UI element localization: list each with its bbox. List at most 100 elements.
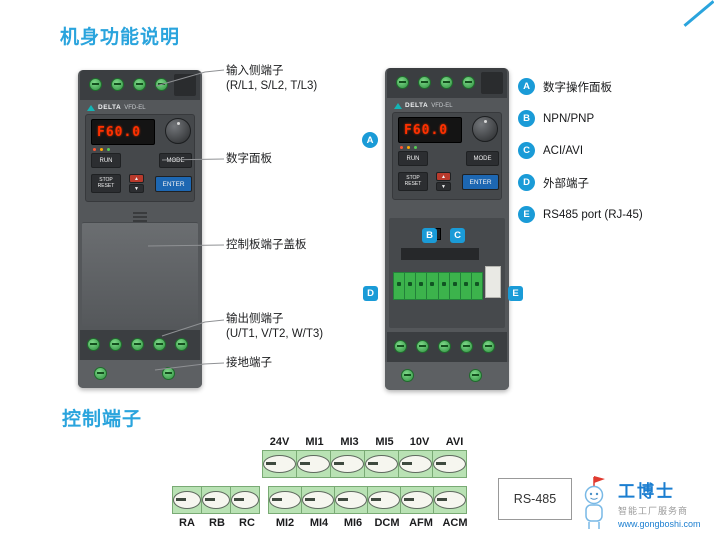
terminal-cell bbox=[367, 486, 401, 514]
screw-icon bbox=[89, 78, 102, 91]
terminal-cover-plate bbox=[82, 222, 198, 326]
terminal-label: 10V bbox=[409, 436, 430, 448]
terminal-cell bbox=[330, 450, 365, 478]
screw-icon bbox=[394, 340, 407, 353]
screw-icon bbox=[482, 340, 495, 353]
connector-strip bbox=[401, 248, 479, 260]
terminal-label: MI5 bbox=[375, 436, 394, 448]
terminal-screw-icon bbox=[368, 491, 400, 509]
corner-accent bbox=[683, 0, 714, 27]
control-terminal-strip bbox=[393, 272, 483, 300]
keypad-panel: F60.0 RUN MODE STOP RESET ▲ ▼ ENTER bbox=[85, 114, 195, 202]
section-title-control-terminals: 控制端子 bbox=[62, 409, 143, 430]
terminal-screw-icon bbox=[173, 491, 201, 509]
terminal-cell bbox=[334, 486, 368, 514]
terminal-screw-icon bbox=[202, 491, 230, 509]
terminal-screw-icon bbox=[401, 491, 433, 509]
enter-button: ENTER bbox=[155, 176, 192, 192]
callout-output-terminals: 输出侧端子 (U/T1, V/T2, W/T3) bbox=[226, 312, 323, 342]
vfd-device-closed: DELTA VFD-EL F60.0 RUN MODE STOP RESET ▲… bbox=[78, 70, 202, 388]
terminal-label: MI3 bbox=[340, 436, 359, 448]
terminal-label: DCM bbox=[374, 517, 400, 529]
ground-screw-icon bbox=[162, 367, 175, 380]
seven-segment-display: F60.0 bbox=[398, 117, 462, 143]
terminal-screw-icon bbox=[231, 491, 259, 509]
output-terminal-block bbox=[387, 332, 507, 362]
terminal-cell bbox=[296, 450, 331, 478]
terminal-housing bbox=[174, 74, 196, 96]
device-badge-e: E bbox=[508, 286, 523, 301]
screw-icon bbox=[153, 338, 166, 351]
reset-label: RESET bbox=[404, 180, 422, 187]
terminal-cell bbox=[201, 486, 231, 514]
terminal-cell bbox=[400, 486, 434, 514]
terminal-screw-icon bbox=[434, 491, 466, 509]
terminal-cell bbox=[432, 450, 467, 478]
callout-terminal-cover: 控制板端子盖板 bbox=[226, 238, 307, 253]
ground-screw-icon bbox=[94, 367, 107, 380]
terminal-screw-icon bbox=[365, 455, 398, 473]
display-value: F60.0 bbox=[404, 122, 449, 138]
terminal-screw-icon bbox=[302, 491, 334, 509]
terminal-labels-relay: RA RB RC bbox=[172, 517, 262, 529]
terminal-screw-icon bbox=[399, 455, 432, 473]
legend-badge-a: A bbox=[518, 78, 535, 95]
up-arrow-button: ▲ bbox=[129, 174, 144, 183]
watermark-url: www.gongboshi.com bbox=[618, 519, 701, 529]
screw-icon bbox=[133, 78, 146, 91]
status-leds bbox=[400, 146, 417, 149]
callout-ground-terminal: 接地端子 bbox=[226, 356, 272, 371]
ground-screw-icon bbox=[401, 369, 414, 382]
down-arrow-button: ▼ bbox=[129, 184, 144, 193]
vfd-device-open: DELTA VFD-EL F60.0 RUN MODE STOP RESET ▲… bbox=[385, 68, 509, 390]
legend-label: 数字操作面板 bbox=[543, 81, 612, 94]
terminal-cell bbox=[172, 486, 202, 514]
screw-icon bbox=[87, 338, 100, 351]
delta-logo-icon bbox=[87, 104, 95, 111]
output-terminal-block bbox=[80, 330, 200, 360]
screw-icon bbox=[109, 338, 122, 351]
brand-text: DELTA bbox=[98, 104, 122, 111]
model-text: VFD-EL bbox=[431, 102, 453, 109]
terminal-housing bbox=[481, 72, 503, 94]
device-badge-d: D bbox=[363, 286, 378, 301]
frequency-knob bbox=[472, 116, 498, 142]
legend-item-d: D 外部端子 bbox=[518, 174, 589, 191]
terminal-row-top bbox=[262, 450, 467, 478]
input-terminal-block bbox=[387, 68, 507, 98]
legend-badge-d: D bbox=[518, 174, 535, 191]
terminal-cell bbox=[262, 450, 297, 478]
down-arrow-button: ▼ bbox=[436, 182, 451, 191]
up-arrow-button: ▲ bbox=[436, 172, 451, 181]
seven-segment-display: F60.0 bbox=[91, 119, 155, 145]
terminal-label: MI1 bbox=[305, 436, 324, 448]
terminal-labels-bottom: MI2 MI4 MI6 DCM AFM ACM bbox=[268, 517, 472, 529]
legend-item-b: B NPN/PNP bbox=[518, 110, 594, 127]
callout-text: (U/T1, V/T2, W/T3) bbox=[226, 328, 324, 340]
terminal-screw-icon bbox=[269, 491, 301, 509]
stop-label: STOP bbox=[406, 174, 420, 181]
legend-item-c: C ACI/AVI bbox=[518, 142, 583, 159]
mode-button: MODE bbox=[466, 151, 499, 166]
terminal-screw-icon bbox=[433, 455, 466, 473]
terminal-label: 24V bbox=[269, 436, 290, 448]
section-title-body-functions: 机身功能说明 bbox=[60, 27, 181, 48]
terminal-label: RB bbox=[209, 517, 225, 529]
brand-label: DELTA VFD-EL bbox=[87, 104, 146, 111]
legend-label: RS485 port (RJ-45) bbox=[543, 208, 643, 221]
screw-icon bbox=[460, 340, 473, 353]
run-button: RUN bbox=[398, 151, 428, 166]
brand-label: DELTA VFD-EL bbox=[394, 102, 453, 109]
screw-icon bbox=[440, 76, 453, 89]
legend-item-e: E RS485 port (RJ-45) bbox=[518, 206, 643, 223]
frequency-knob bbox=[165, 118, 191, 144]
mascot-icon bbox=[584, 476, 605, 529]
screw-icon bbox=[418, 76, 431, 89]
run-button: RUN bbox=[91, 153, 121, 168]
terminal-screw-icon bbox=[335, 491, 367, 509]
legend-label: NPN/PNP bbox=[543, 112, 595, 125]
brand-text: DELTA bbox=[405, 102, 429, 109]
callout-digital-panel: 数字面板 bbox=[226, 152, 272, 167]
enter-button: ENTER bbox=[462, 174, 499, 190]
device-badge-b: B bbox=[422, 228, 437, 243]
